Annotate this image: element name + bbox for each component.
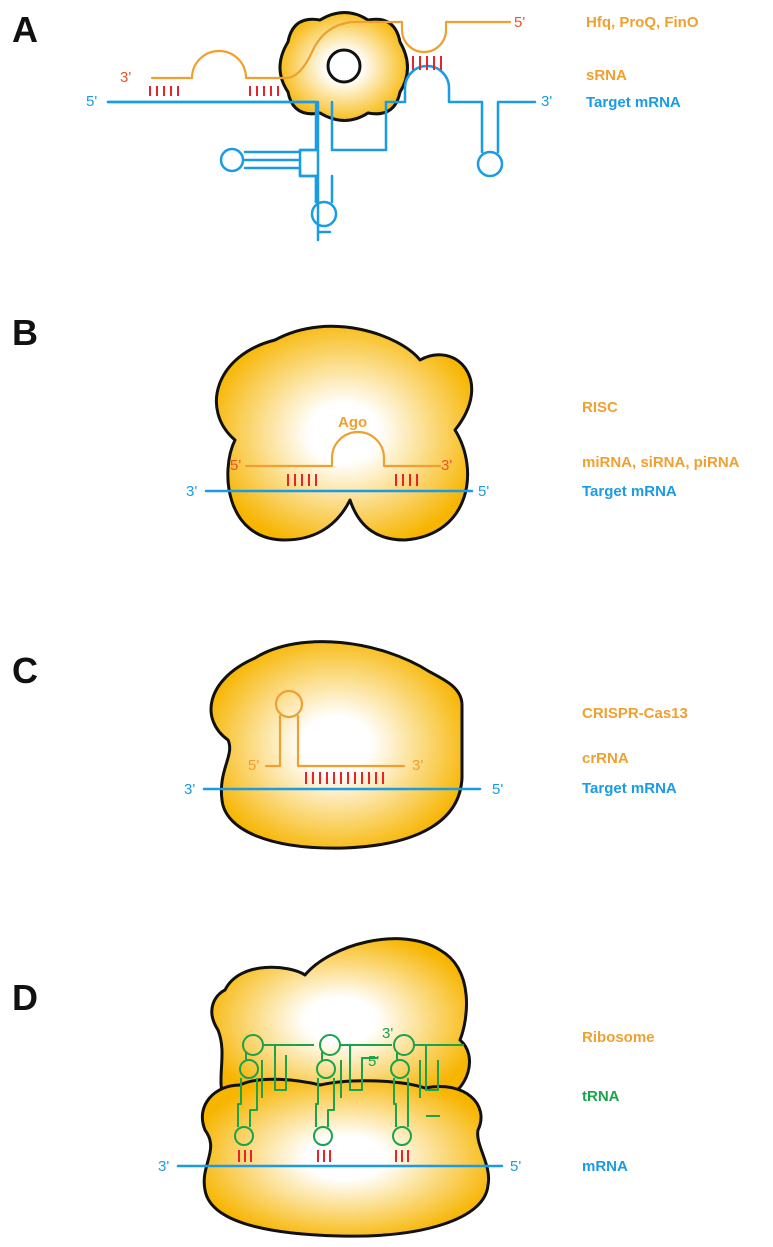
panel-d-mrna-3-end: 3' (158, 1158, 169, 1175)
panel-c-rna-label: crRNA (582, 750, 629, 767)
panel-c: C 5' 3' 3' 5' CRISPR-Cas13 crRNA Target … (12, 640, 688, 850)
panel-a-letter: A (12, 9, 38, 50)
panel-a-srna-5-end: 5' (514, 14, 525, 31)
trna-1 (234, 1034, 314, 1146)
panel-b-target-label: Target mRNA (582, 483, 677, 500)
panel-d-mrna-5-end: 5' (510, 1158, 521, 1175)
panel-d-complex-label: Ribosome (582, 1029, 655, 1046)
trna-2 (313, 1034, 392, 1146)
panel-c-target-label: Target mRNA (582, 780, 677, 797)
panel-d-rna-label: tRNA (582, 1088, 620, 1105)
panel-a: A 3' 5' 5' 3' (12, 9, 699, 242)
panel-a-mrna-hairpin-right (476, 150, 504, 178)
panel-d-target-label: mRNA (582, 1158, 628, 1175)
panel-a-mrna-stem-lower (314, 100, 388, 204)
panel-b-mrna-3-end: 3' (186, 483, 197, 500)
panel-c-mrna-5-end: 5' (492, 781, 503, 798)
panel-c-rna-5-end: 5' (248, 757, 259, 774)
panel-b-rna-label: miRNA, siRNA, piRNA (582, 454, 740, 471)
ribosome-large-subunit (201, 1077, 491, 1238)
panel-a-mrna-hairpin-bottom (310, 200, 338, 228)
panel-b-base-pairs-left (287, 474, 317, 486)
panel-a-mrna-arc (384, 64, 537, 154)
panel-a-mrna-3-end: 3' (541, 93, 552, 110)
panel-d: D (12, 937, 655, 1238)
panel-a-rna-label: sRNA (586, 67, 627, 84)
panel-a-mrna-5-end: 5' (86, 93, 97, 110)
panel-b-rna-3-end: 3' (441, 457, 452, 474)
hfq-central-pore (326, 48, 362, 84)
panel-a-base-pairs-middle (249, 86, 279, 96)
panel-d-trna-5-end: 5' (368, 1053, 379, 1070)
panel-b-base-pairs-right (395, 474, 418, 486)
panel-a-srna-3-end: 3' (120, 69, 131, 86)
panel-a-target-mrna (106, 100, 332, 242)
risc-complex-shape (215, 324, 474, 542)
panel-a-target-label: Target mRNA (586, 94, 681, 111)
panel-c-rna-3-end: 3' (412, 757, 423, 774)
panel-d-letter: D (12, 977, 38, 1018)
panel-c-crrna-hairpin (274, 689, 304, 719)
panel-c-complex-label: CRISPR-Cas13 (582, 705, 688, 722)
panel-a-base-pairs-left (149, 86, 179, 96)
panel-b-mrna-5-end: 5' (478, 483, 489, 500)
panel-d-trna-3-end: 3' (382, 1025, 393, 1042)
panel-c-crrna (264, 714, 406, 768)
panel-a-base-pairs-right (412, 56, 442, 70)
panel-a-srna (150, 20, 512, 80)
trna-3 (390, 1034, 464, 1146)
panel-c-base-pairs (305, 772, 384, 784)
panel-b: B Ago 5' 3' 3' 5' RISC miRNA, siRNA, piR… (12, 312, 740, 542)
panel-d-codon-pairs (238, 1150, 409, 1162)
panel-b-rna-5-end: 5' (230, 457, 241, 474)
panel-a-mrna-stem-left (106, 100, 318, 204)
panel-b-ago-label: Ago (338, 414, 367, 431)
panel-a-mrna-hairpin-left (219, 147, 245, 173)
panel-b-complex-label: RISC (582, 399, 618, 416)
panel-c-mrna-3-end: 3' (184, 781, 195, 798)
cas13-complex-shape (209, 640, 464, 850)
panel-b-guide-rna (244, 430, 442, 468)
panel-c-letter: C (12, 650, 38, 691)
panel-a-protein-label: Hfq, ProQ, FinO (586, 14, 699, 31)
panel-b-letter: B (12, 312, 38, 353)
